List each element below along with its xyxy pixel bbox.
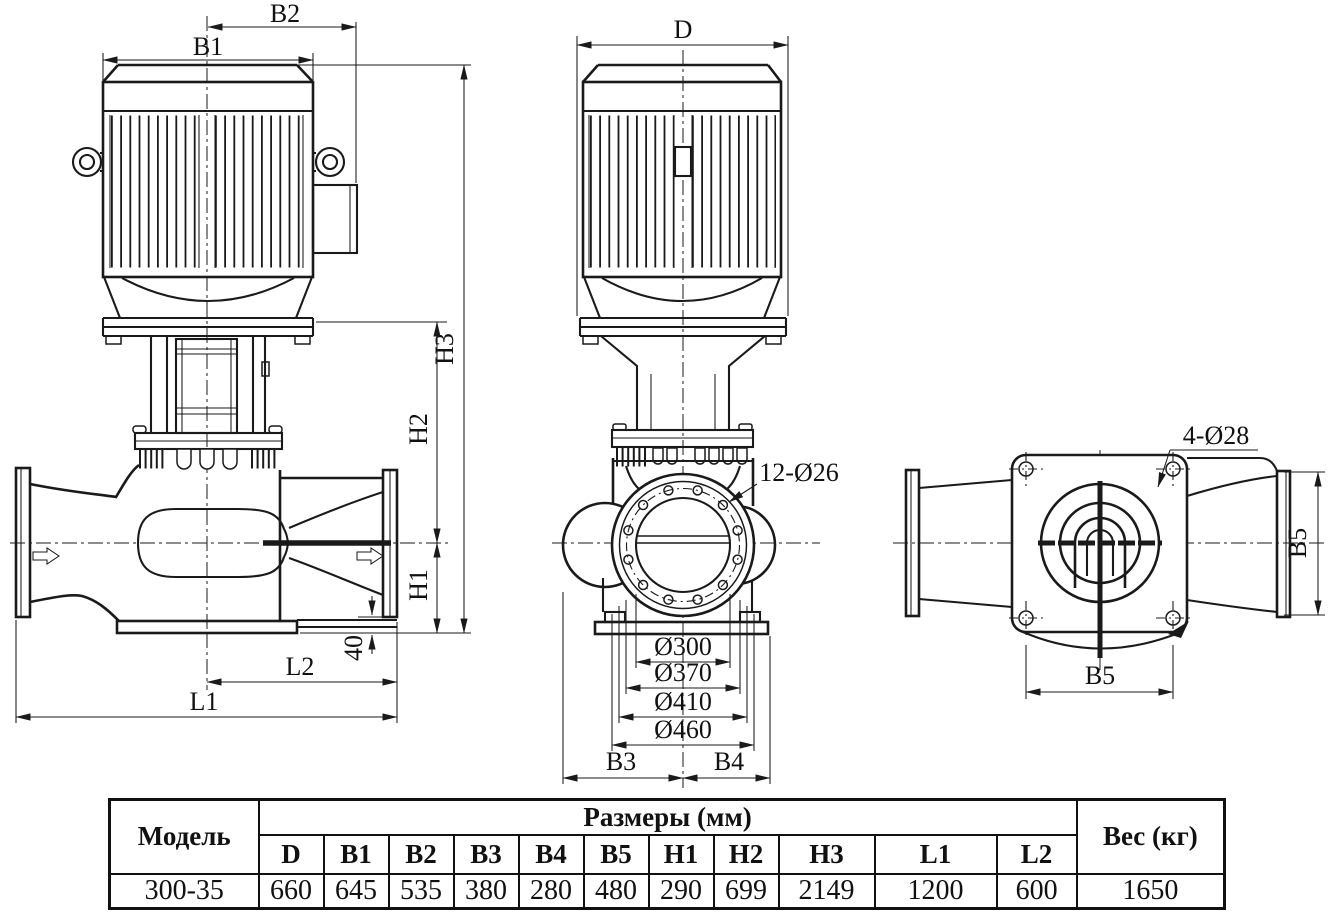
top-view-dimensions: B5 B5 [1025,471,1325,699]
foot-front [593,620,770,636]
col-header-h2: H2 [712,833,780,875]
front-view: 12-Ø26 Ø300 Ø370 Ø410 Ø460 B3 B4 [552,15,839,788]
dim-label-d410: Ø410 [654,687,712,716]
plate-holes-callout: 4-Ø28 [1157,421,1258,488]
cell-b2: 535 [387,872,455,910]
bolt-holes-callout: 12-Ø26 [728,458,839,503]
table-header-model: Модель [108,798,260,875]
motor-nameplate [673,145,693,178]
volute-tongue [1168,621,1189,638]
col-header-h1: H1 [647,833,715,875]
gland-flange [132,425,284,470]
col-header-b5: B5 [582,833,650,875]
col-header-d: D [257,833,325,875]
dimensions-table: Модель Размеры (мм) Вес (кг) D B1 B2 B3 … [108,798,1227,910]
bolt-circle [625,487,741,603]
top-view: 4-Ø28 B5 B5 [893,421,1328,699]
dim-label-b2: B2 [270,0,300,28]
table-header-dimensions: Размеры (мм) [257,798,1078,836]
cell-d: 660 [257,872,325,910]
dim-label-h1: H1 [404,569,433,601]
col-header-b3: B3 [452,833,520,875]
table-header-weight: Вес (кг) [1075,798,1226,875]
dim-label-12d26: 12-Ø26 [759,458,838,487]
lifting-eyebolt-left [71,146,103,178]
suction-pipe-top [904,468,1013,618]
dim-label-b5-bottom: B5 [1085,661,1115,690]
col-header-b1: B1 [322,833,390,875]
side-view: B2 B1 H3 H2 H1 40 L2 L1 [10,0,471,723]
cell-model: 300-35 [108,872,260,910]
terminal-box [311,183,359,255]
cell-h2: 699 [712,872,780,910]
dim-label-b1: B1 [193,32,223,61]
dim-label-l1: L1 [190,687,219,716]
cell-b4: 280 [517,872,585,910]
motor-side [71,63,359,345]
front-view-dimensions: Ø300 Ø370 Ø410 Ø460 B3 B4 [562,592,771,784]
plate-bolt-holes [1009,452,1190,635]
flange-bolt-holes [623,485,743,605]
casing-bottom-arc [1022,631,1182,650]
side-view-dimensions: B2 B1 H3 H2 H1 40 L2 L1 [15,0,471,723]
pump-lantern [149,336,270,435]
front-view-d-dimension: D [576,15,789,316]
dim-label-b4: B4 [714,747,744,776]
dim-label-d370: Ø370 [654,658,712,687]
dim-label-40: 40 [339,635,368,661]
cell-h1: 290 [647,872,715,910]
dim-label-d460: Ø460 [654,715,712,744]
cell-b1: 645 [322,872,390,910]
dim-label-4d28: 4-Ø28 [1183,421,1249,450]
volute-top [1022,481,1189,658]
cell-b3: 380 [452,872,520,910]
col-header-b4: B4 [517,833,585,875]
col-header-b2: B2 [387,833,455,875]
table-row: 300-35 660 645 535 380 280 480 290 699 2… [108,872,1226,910]
flange-bore [634,496,732,594]
lifting-eyebolt-right [313,146,346,178]
dim-label-l2: L2 [286,652,315,681]
motor-front [578,63,788,345]
flow-arrow-outlet [356,547,384,565]
col-header-h3: H3 [777,833,876,875]
dim-label-b3: B3 [606,747,636,776]
col-header-l2: L2 [995,833,1078,875]
dim-label-b5-side: B5 [1283,528,1312,558]
dim-label-d: D [674,15,693,44]
cell-weight: 1650 [1075,872,1226,910]
cell-b5: 480 [582,872,650,910]
cell-l1: 1200 [873,872,998,910]
dim-label-h2: H2 [404,413,433,445]
dim-label-h3: H3 [430,333,459,365]
discharge-pipe-top [1186,456,1292,619]
flange-outer-circle [610,472,756,618]
pump-casing-front [561,458,777,636]
col-header-l1: L1 [873,833,998,875]
cell-l2: 600 [995,872,1078,910]
pump-lantern-front [600,335,766,467]
cell-h3: 2149 [777,872,876,910]
dim-label-d300: Ø300 [654,632,712,661]
flow-arrow-inlet [32,547,60,565]
pump-casing-side [14,463,399,635]
